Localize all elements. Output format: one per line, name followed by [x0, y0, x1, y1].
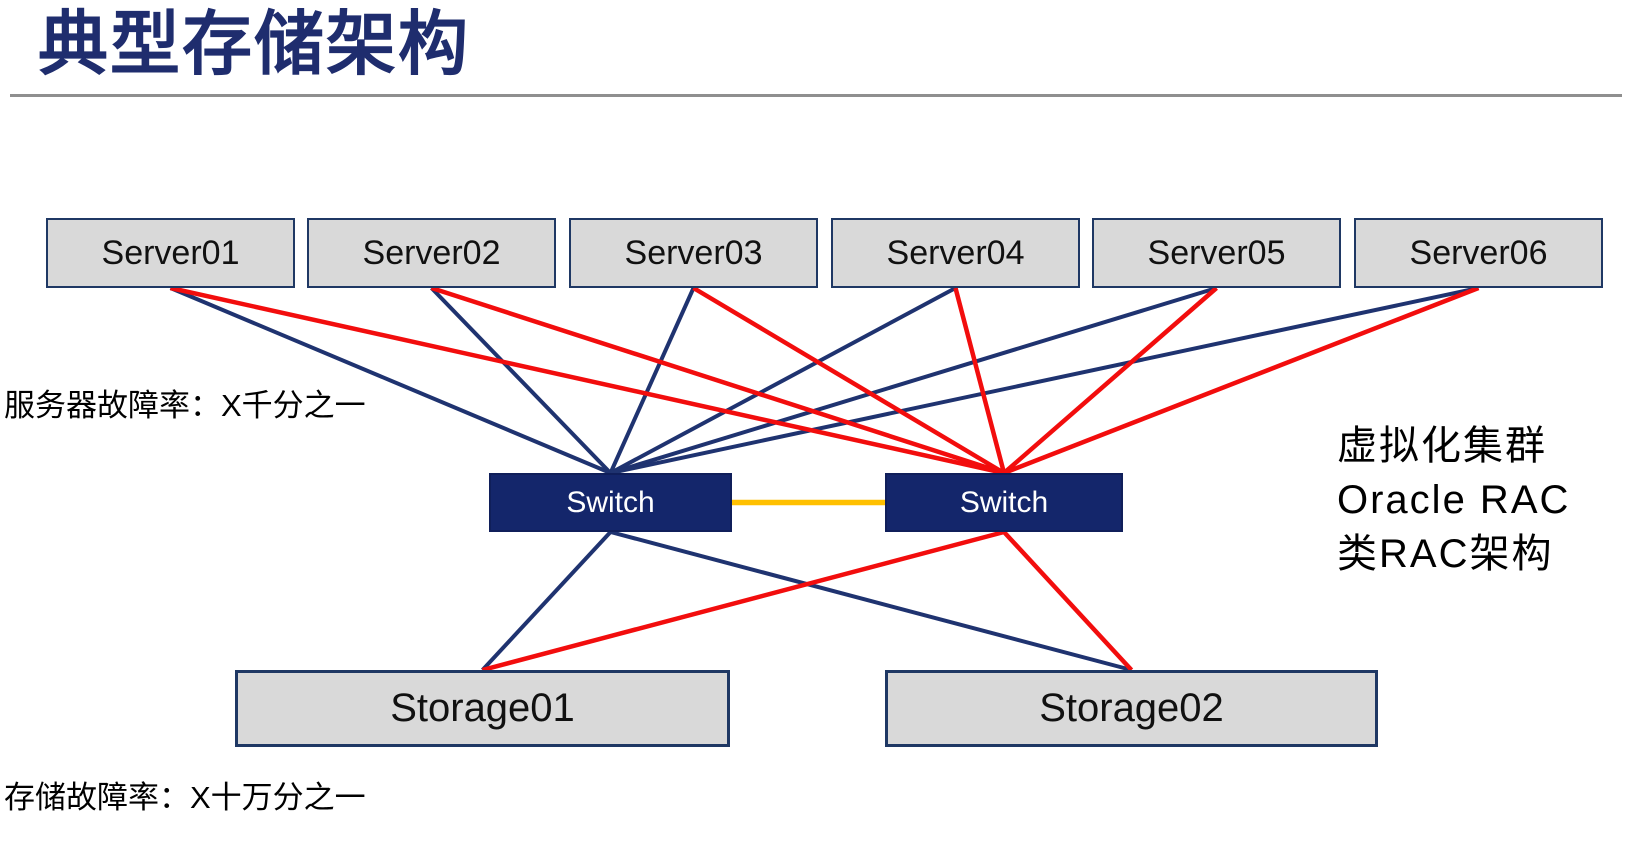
edge-switch-a-storage02	[609, 530, 1133, 672]
cluster-note-line-3: 类RAC架构	[1337, 532, 1554, 576]
edge-switch-a-storage01	[481, 530, 612, 672]
edge-server01-switch-a	[169, 286, 612, 475]
edge-server04-switch-b	[953, 287, 1007, 474]
edge-server02-switch-a	[430, 286, 612, 475]
edge-server06-switch-a	[610, 286, 1479, 475]
server-failure-rate-label: 服务器故障率：X千分之一	[4, 388, 366, 423]
page-title: 典型存储架构	[38, 5, 470, 83]
edge-server05-switch-a	[609, 286, 1218, 475]
title-divider	[10, 94, 1622, 97]
node-switch-a: Switch	[489, 473, 732, 532]
node-storage02: Storage02	[885, 670, 1378, 747]
node-server06: Server06	[1354, 218, 1603, 288]
edge-server03-switch-b	[692, 286, 1006, 475]
node-server02: Server02	[307, 218, 556, 288]
node-server03: Server03	[569, 218, 818, 288]
edge-server05-switch-b	[1002, 286, 1218, 475]
node-server01: Server01	[46, 218, 295, 288]
cluster-note-line-1: 虚拟化集群	[1337, 424, 1547, 468]
node-server05: Server05	[1092, 218, 1341, 288]
storage-failure-rate-label: 存储故障率：X十万分之一	[4, 780, 366, 815]
cluster-note-line-2: Oracle RAC	[1337, 478, 1571, 522]
edge-switch-b-storage02	[1002, 530, 1134, 672]
edge-switch-b-storage01	[481, 529, 1005, 673]
node-storage01: Storage01	[235, 670, 730, 747]
edge-server01-switch-b	[170, 285, 1005, 476]
edge-server03-switch-a	[608, 287, 696, 474]
edge-server06-switch-b	[1003, 285, 1480, 476]
edge-server04-switch-a	[609, 286, 957, 475]
node-server04: Server04	[831, 218, 1080, 288]
node-switch-b: Switch	[885, 473, 1123, 532]
cluster-note: 虚拟化集群 Oracle RAC 类RAC架构	[1337, 419, 1570, 581]
edge-server02-switch-b	[430, 285, 1005, 476]
